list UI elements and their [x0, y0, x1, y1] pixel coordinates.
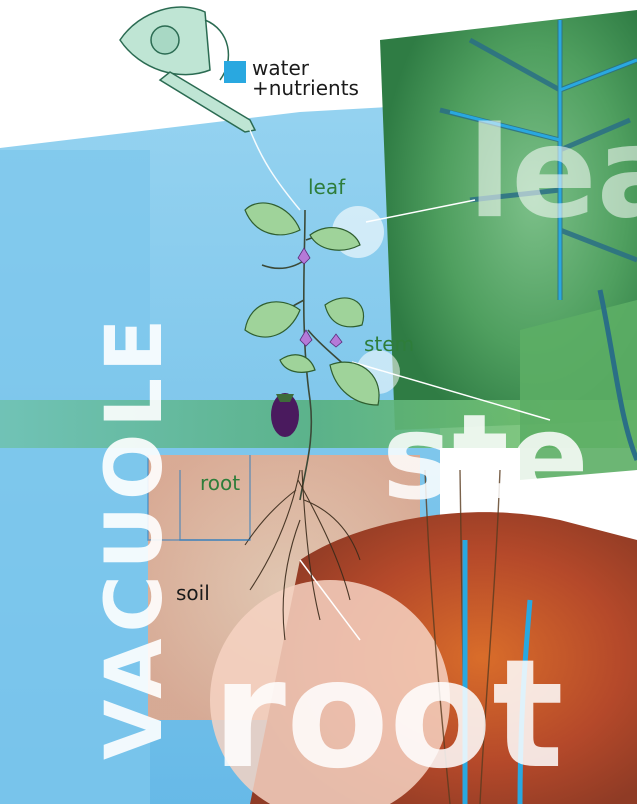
stem-label: stem: [364, 333, 414, 355]
leaf-big-label: lea: [468, 110, 637, 236]
root-big-label: root: [212, 640, 564, 790]
legend: water +nutrients: [224, 58, 359, 98]
legend-line-1: water: [252, 58, 359, 78]
root-label: root: [200, 472, 240, 494]
vacuole-big-label: VACUOLE: [96, 313, 174, 760]
leaf-label: leaf: [308, 176, 345, 198]
soil-label: soil: [176, 582, 210, 604]
legend-line-2: +nutrients: [252, 78, 359, 98]
legend-swatch: [224, 61, 246, 83]
stem-big-label: ste: [382, 398, 589, 516]
